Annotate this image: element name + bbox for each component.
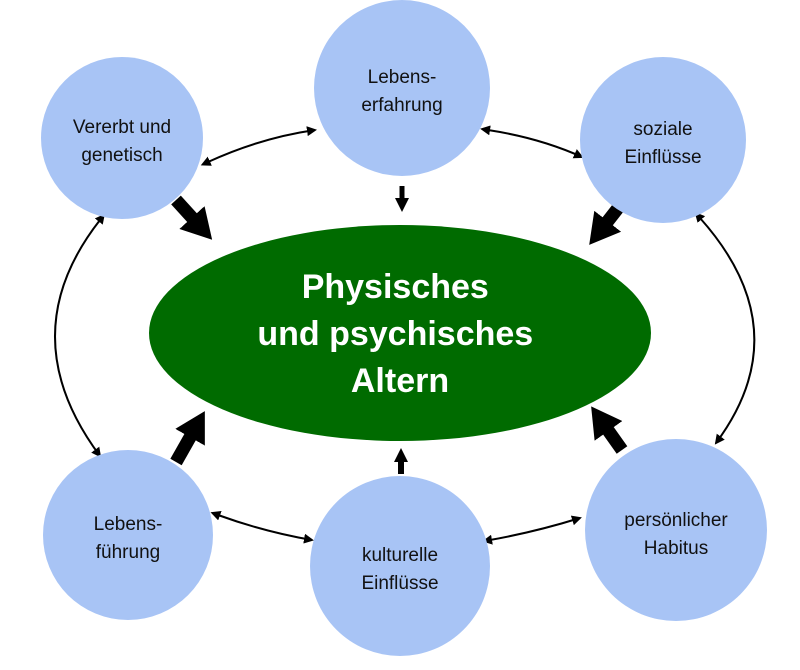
center-title: Physisches und psychisches Altern [257,268,542,400]
node-lebenserfahrung: Lebens-erfahrung [314,0,490,176]
svg-text:Lebens-erfahrung: Lebens-erfahrung [361,67,442,116]
arrow-habitus-center [591,406,628,454]
svg-text:Lebens-führung: Lebens-führung [94,514,163,563]
link-soziale-habitus [694,212,756,445]
link-kulturelle-habitus [482,515,582,545]
link-lebensfuehrung-kulturelle [210,510,314,544]
link-lebenserfahrung-soziale [480,125,584,159]
arrow-vererbt-center [171,195,213,240]
center-ellipse: Physisches und psychisches Altern [149,225,651,441]
link-vererbt-lebensfuehrung [54,213,105,458]
link-vererbt-lebenserfahrung [200,126,317,166]
node-lebensfuehrung: Lebens-führung [43,450,213,620]
arrow-lebensfuehrung-center [170,411,205,466]
